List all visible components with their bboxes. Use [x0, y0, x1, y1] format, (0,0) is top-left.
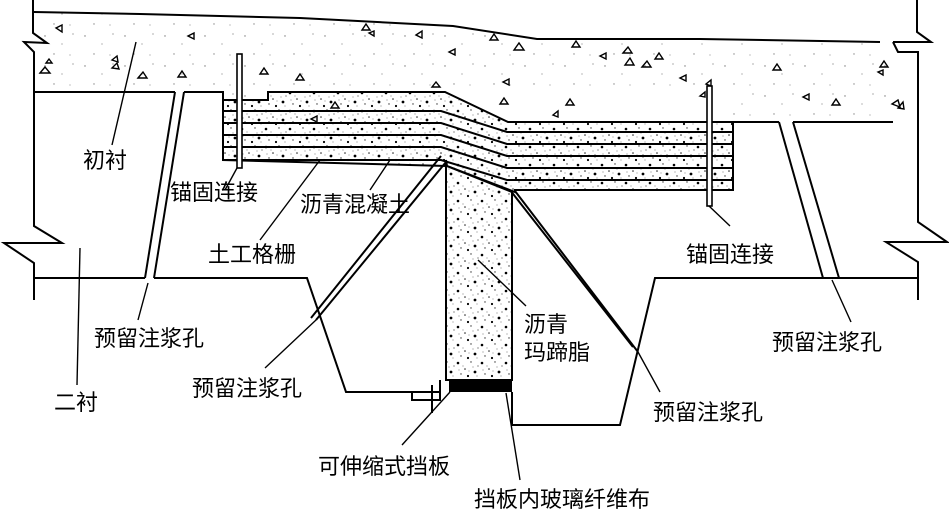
aggregate-marks	[38, 22, 905, 124]
label-telescopic-baffle: 可伸缩式挡板	[318, 455, 450, 480]
primary-lining-top-edge	[33, 11, 881, 43]
label-asphalt-mastic-line2: 玛蹄脂	[524, 341, 590, 366]
label-asphalt-concrete: 沥青混凝土	[300, 193, 410, 218]
label-geogrid: 土工格栅	[208, 243, 296, 268]
left-wall-upper	[0, 0, 66, 300]
label-grout-hole-1: 预留注浆孔	[94, 327, 204, 352]
grout-hole-pipes	[144, 91, 840, 353]
label-anchor-right: 锚固连接	[686, 243, 774, 268]
leader-lines	[76, 41, 852, 481]
label-primary-lining: 初衬	[83, 149, 127, 174]
label-grout-hole-2: 预留注浆孔	[772, 331, 882, 356]
asphalt-mastic-column	[445, 159, 513, 381]
asphalt-concrete-layers	[222, 91, 734, 194]
anchor-bolt-left	[236, 53, 243, 169]
right-wall	[882, 0, 949, 300]
label-grout-hole-4: 预留注浆孔	[653, 401, 763, 426]
label-asphalt-mastic-line1: 沥青	[524, 313, 568, 338]
primary-lining-fill	[34, 12, 893, 122]
geogrid-lines	[223, 110, 733, 181]
fiberglass-cloth-band	[449, 380, 512, 392]
telescopic-baffle	[426, 385, 438, 413]
label-fiberglass-cloth: 挡板内玻璃纤维布	[474, 488, 650, 513]
label-secondary-lining: 二衬	[54, 391, 98, 416]
anchor-bolt-right	[706, 85, 713, 207]
label-grout-hole-3: 预留注浆孔	[192, 377, 302, 402]
secondary-lining-right-outline	[511, 277, 823, 426]
primary-lining-bottom-edge-mid	[184, 91, 224, 100]
label-anchor-left: 锚固连接	[170, 181, 258, 206]
